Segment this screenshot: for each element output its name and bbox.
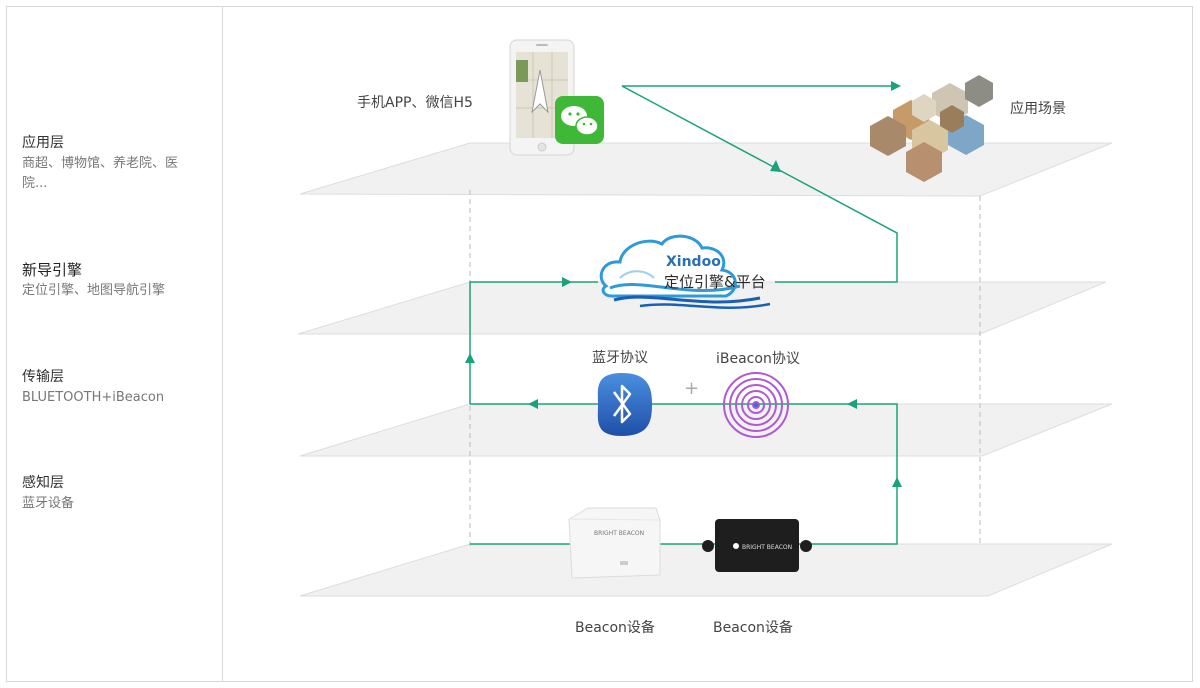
flow-bottom — [470, 403, 898, 545]
engine-brand: Xindoo — [666, 254, 721, 270]
layer-application: 应用层 商超、博物馆、养老院、医院... — [22, 132, 197, 194]
arrow-left-middle — [528, 399, 538, 409]
scene-collage-icon — [870, 75, 993, 182]
beacon-left-label: Beacon设备 — [575, 620, 655, 636]
layer-engine: 新导引擎 定位引擎、地图导航引擎 — [22, 259, 197, 301]
layer-transport-title: 传输层 — [22, 369, 64, 385]
wechat-icon — [555, 96, 604, 144]
layer-application-title: 应用层 — [22, 135, 64, 151]
flow-engine-up — [621, 85, 898, 283]
plane-perception — [299, 543, 1113, 597]
arrow-up-right-lower — [892, 477, 902, 487]
beacon-white-device — [568, 507, 661, 579]
layer-application-desc: 商超、博物馆、养老院、医院... — [22, 156, 179, 191]
plus-sign: + — [684, 378, 700, 399]
diagram-frame — [6, 6, 1193, 682]
ibeacon-label: iBeacon协议 — [716, 351, 800, 367]
ibeacon-icon — [723, 372, 789, 438]
beacon-black-brand: BRIGHT BEACON — [742, 544, 792, 551]
plane-application — [299, 142, 1113, 197]
arrow-right-engine — [562, 277, 572, 287]
engine-subtitle: 定位引擎&平台 — [664, 273, 766, 291]
arrow-up-left — [465, 353, 475, 363]
plane-engine — [297, 281, 1107, 335]
layer-engine-desc: 定位引擎、地图导航引擎 — [22, 283, 166, 298]
bluetooth-icon — [597, 373, 652, 436]
scene-label: 应用场景 — [1010, 101, 1066, 117]
arrow-left-right-upper — [847, 399, 857, 409]
layer-perception-desc: 蓝牙设备 — [22, 496, 75, 511]
layer-sidebar — [6, 6, 223, 682]
layer-transport-desc: BLUETOOTH+iBeacon — [22, 390, 165, 405]
beacon-right-label: Beacon设备 — [713, 620, 793, 636]
beacon-black-device — [702, 519, 812, 572]
beacon-white-brand: BRIGHT BEACON — [594, 530, 644, 537]
layer-perception-title: 感知层 — [22, 475, 64, 491]
arrow-right-top — [891, 81, 901, 91]
plane-transport — [299, 403, 1113, 457]
bluetooth-label: 蓝牙协议 — [592, 350, 648, 366]
flow-left-up — [469, 281, 598, 404]
layer-engine-title: 新导引擎 — [22, 261, 83, 279]
xindoo-cloud-logo — [599, 234, 771, 309]
layer-transport: 传输层 BLUETOOTH+iBeacon — [22, 366, 197, 408]
layer-perception: 感知层 蓝牙设备 — [22, 472, 197, 514]
arrow-diagonal — [770, 160, 781, 172]
app-label: 手机APP、微信H5 — [357, 95, 473, 111]
